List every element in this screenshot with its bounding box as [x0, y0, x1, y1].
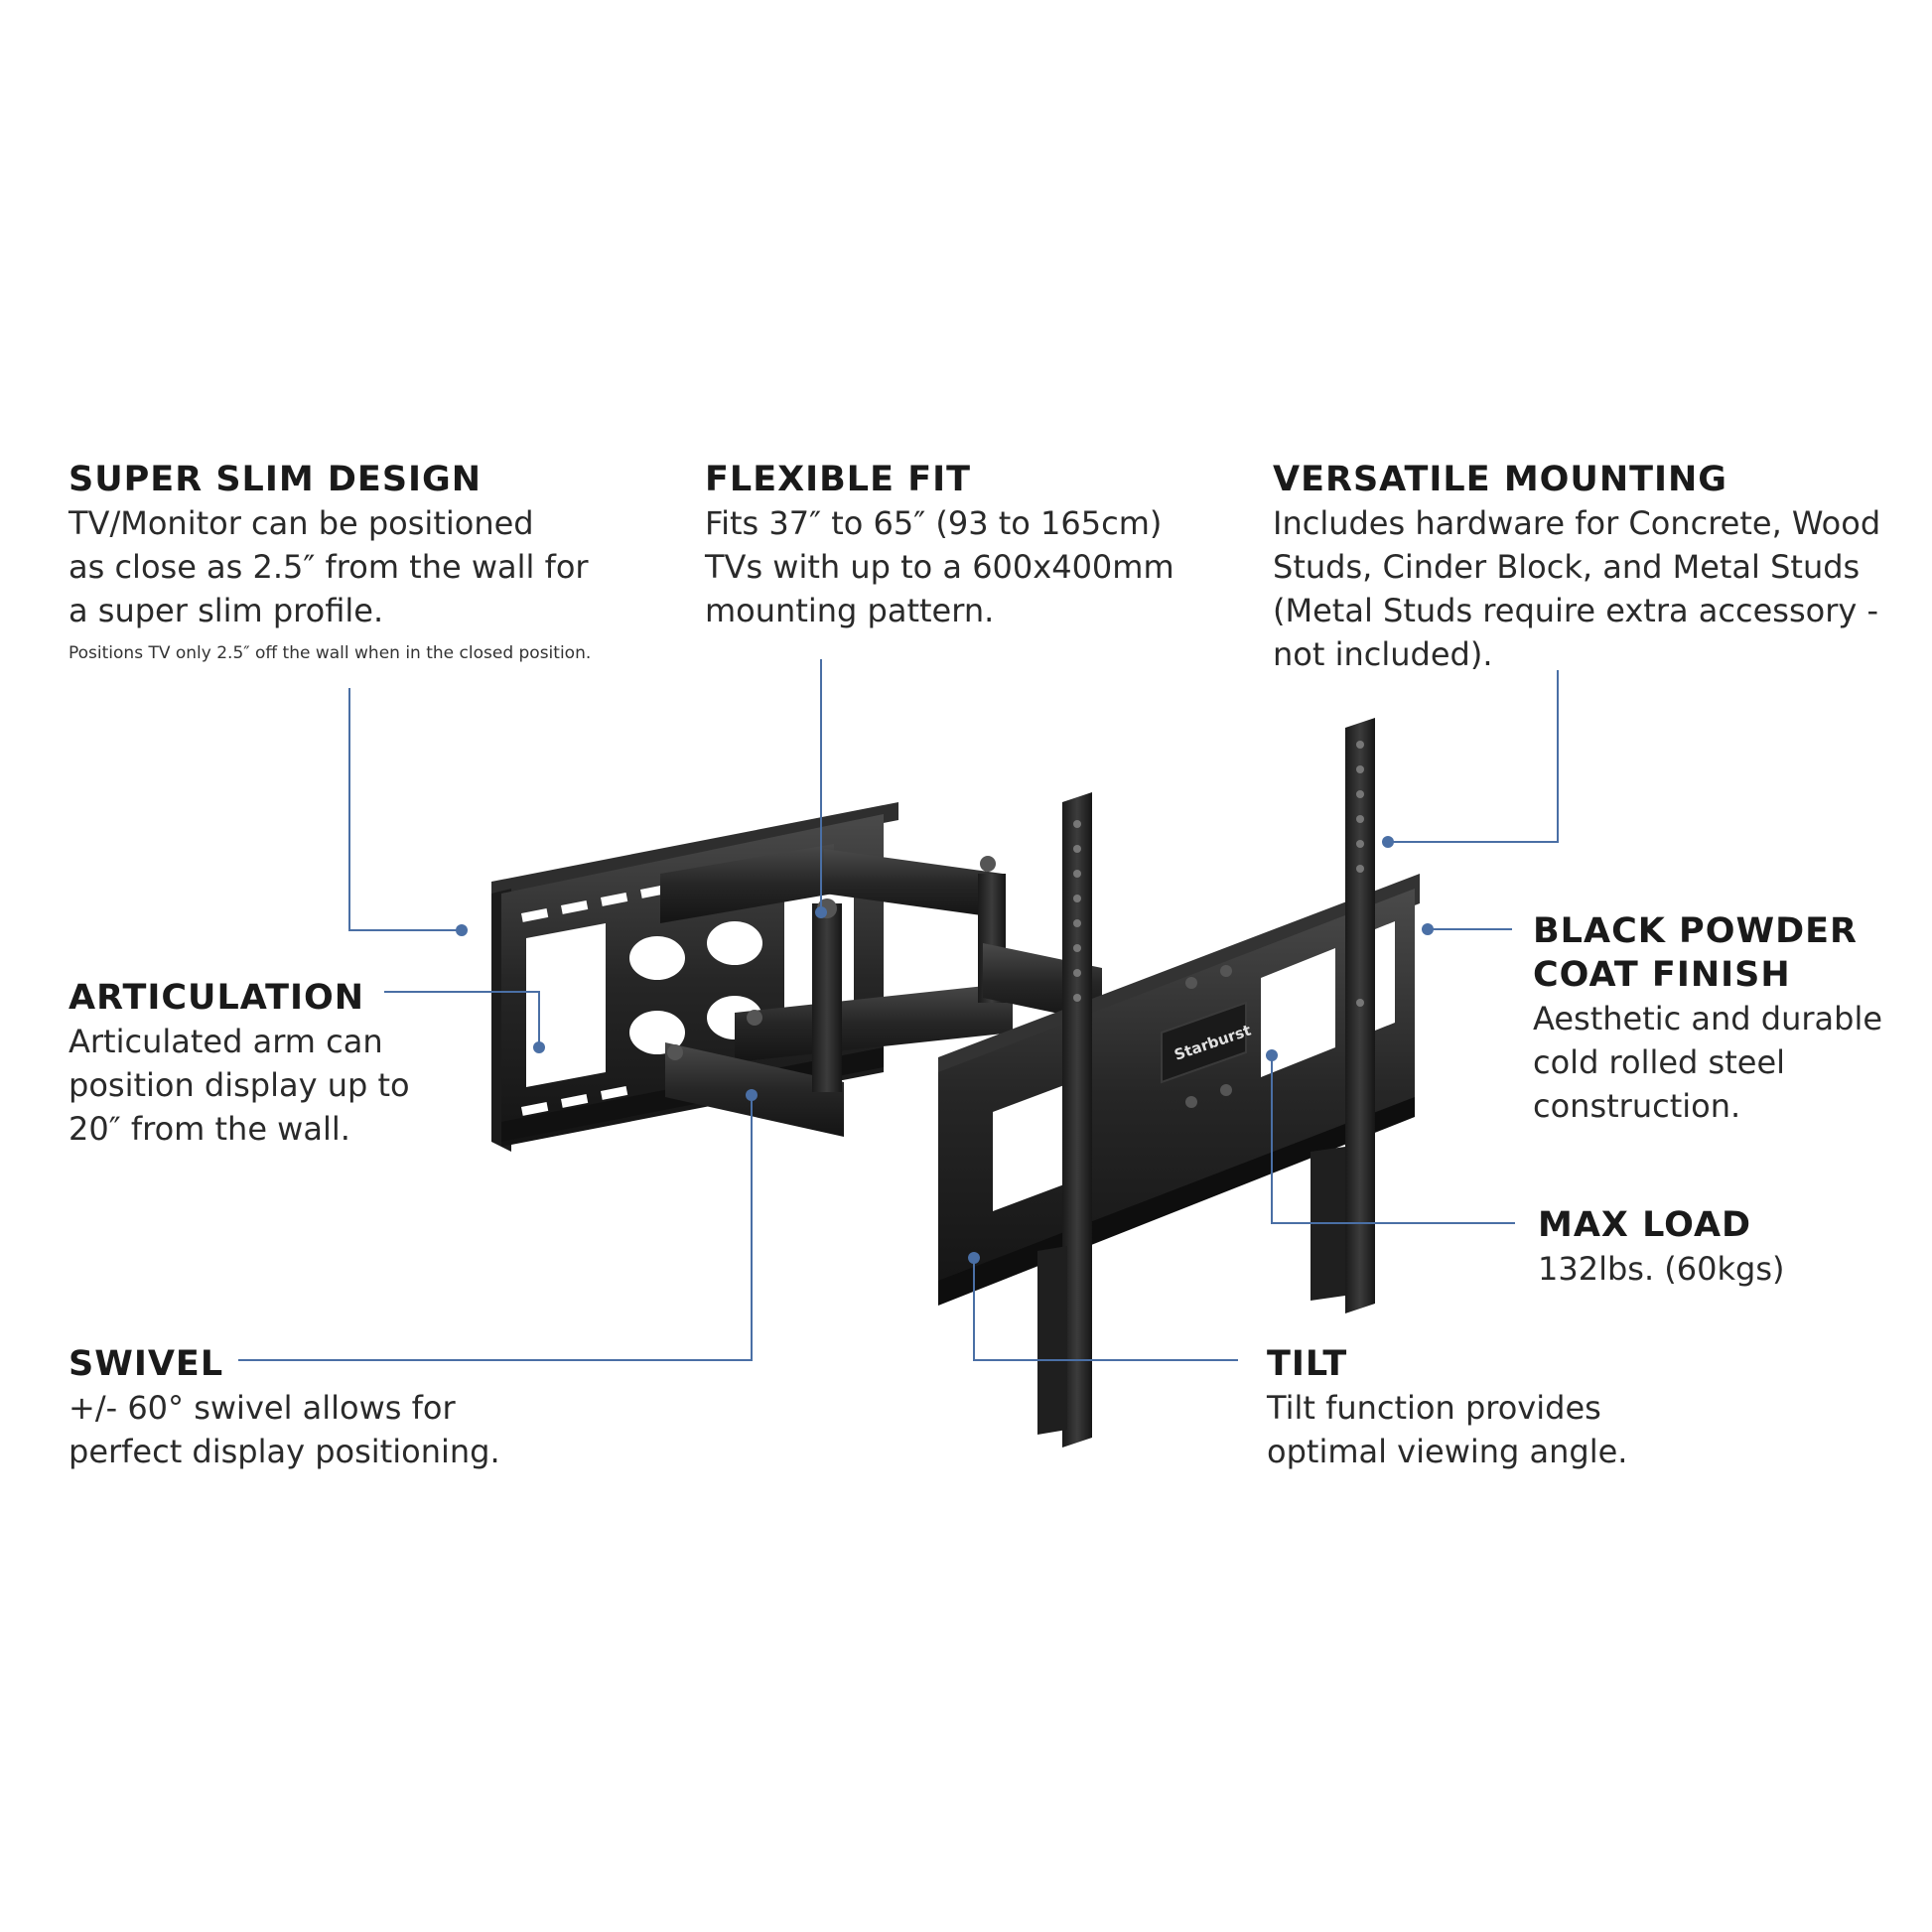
- feature-title: TILT: [1267, 1344, 1348, 1384]
- feature-line: cold rolled steel: [1533, 1043, 1786, 1081]
- callout-articulation: [384, 991, 540, 1047]
- feature-max-load: MAX LOAD 132lbs. (60kgs): [1538, 1203, 1915, 1291]
- feature-line: Articulated arm can: [69, 1023, 383, 1060]
- vertical-brackets: [1037, 718, 1375, 1448]
- feature-black-powder-coat: BLACK POWDER COAT FINISH Aesthetic and d…: [1533, 909, 1920, 1128]
- feature-title-line: COAT FINISH: [1533, 955, 1791, 995]
- callout-dots: [456, 836, 1434, 1264]
- feature-note: Positions TV only 2.5″ off the wall when…: [69, 643, 592, 663]
- feature-line: 132lbs. (60kgs): [1538, 1250, 1785, 1288]
- feature-line: position display up to: [69, 1066, 410, 1104]
- feature-line: Fits 37″ to 65″ (93 to 165cm): [705, 504, 1163, 542]
- feature-tilt: TILT Tilt function provides optimal view…: [1267, 1342, 1783, 1473]
- feature-title: ARTICULATION: [69, 978, 365, 1018]
- feature-title: MAX LOAD: [1538, 1205, 1752, 1245]
- feature-line: optimal viewing angle.: [1267, 1433, 1628, 1470]
- feature-line: a super slim profile.: [69, 592, 384, 629]
- feature-line: TVs with up to a 600x400mm: [705, 548, 1174, 586]
- feature-line: Tilt function provides: [1267, 1389, 1601, 1427]
- feature-flexible-fit: FLEXIBLE FIT Fits 37″ to 65″ (93 to 165c…: [705, 458, 1221, 632]
- callout-lines: [238, 659, 1559, 1361]
- callout-super-slim: [348, 688, 462, 931]
- feature-title: SUPER SLIM DESIGN: [69, 460, 483, 499]
- feature-line: mounting pattern.: [705, 592, 995, 629]
- feature-line: Studs, Cinder Block, and Metal Studs: [1273, 548, 1861, 586]
- feature-line: TV/Monitor can be positioned: [69, 504, 534, 542]
- feature-line: not included).: [1273, 635, 1493, 673]
- callout-versatile: [1388, 670, 1559, 843]
- feature-title: VERSATILE MOUNTING: [1273, 460, 1728, 499]
- feature-line: (Metal Studs require extra accessory -: [1273, 592, 1878, 629]
- feature-line: construction.: [1533, 1087, 1741, 1125]
- feature-line: +/- 60° swivel allows for: [69, 1389, 456, 1427]
- feature-swivel: SWIVEL +/- 60° swivel allows for perfect…: [69, 1342, 585, 1473]
- feature-super-slim: SUPER SLIM DESIGN TV/Monitor can be posi…: [69, 458, 644, 664]
- callout-swivel: [238, 1095, 753, 1361]
- feature-line: Includes hardware for Concrete, Wood: [1273, 504, 1881, 542]
- feature-title-line: BLACK POWDER: [1533, 911, 1858, 951]
- articulating-arms: [660, 844, 1102, 1137]
- feature-title: SWIVEL: [69, 1344, 224, 1384]
- feature-line: perfect display positioning.: [69, 1433, 500, 1470]
- feature-articulation: ARTICULATION Articulated arm can positio…: [69, 976, 485, 1151]
- callout-tilt: [973, 1258, 1238, 1361]
- feature-title: FLEXIBLE FIT: [705, 460, 972, 499]
- feature-line: 20″ from the wall.: [69, 1110, 350, 1148]
- feature-line: Aesthetic and durable: [1533, 1000, 1883, 1037]
- feature-versatile-mounting: VERSATILE MOUNTING Includes hardware for…: [1273, 458, 1908, 676]
- callout-max-load: [1271, 1055, 1515, 1224]
- feature-line: as close as 2.5″ from the wall for: [69, 548, 589, 586]
